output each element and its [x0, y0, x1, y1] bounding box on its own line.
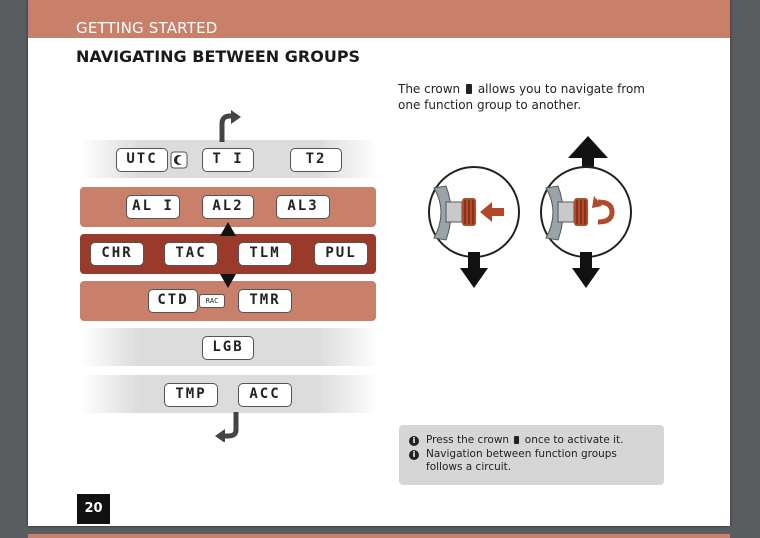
page-number: 20 [77, 494, 110, 524]
note-text-1b: once to activate it. [524, 434, 624, 446]
crown-rotate-illustration [540, 136, 632, 288]
lcd-tac: TAC [164, 242, 218, 266]
lcd-rac: RAC [199, 294, 225, 308]
crown-press-illustration [428, 166, 520, 288]
moon-icon [170, 151, 188, 169]
intro-paragraph: The crown allows you to navigate from on… [398, 81, 668, 113]
lcd-al2: AL2 [202, 195, 254, 219]
lcd-tlm: TLM [238, 242, 292, 266]
header-band [28, 0, 730, 38]
lcd-t1: T I [202, 148, 254, 172]
page-title: NAVIGATING BETWEEN GROUPS [76, 47, 361, 66]
crown-icon-small [514, 436, 520, 444]
lcd-al3: AL3 [276, 195, 330, 219]
lcd-tmr: TMR [238, 289, 292, 313]
lcd-chr: CHR [90, 242, 144, 266]
note-line-1: Press the crown once to activate it. [426, 434, 623, 447]
intro-text-end: allows you to navigate from one function… [398, 82, 645, 112]
circuit-arrow-top-icon [219, 110, 241, 142]
note-text-1a: Press the crown [426, 434, 510, 446]
lcd-tmp: TMP [164, 383, 218, 407]
group-band-6 [80, 375, 378, 413]
intro-text-start: The crown [398, 82, 461, 96]
circuit-arrow-bottom-icon [215, 412, 239, 442]
note-line-3: follows a circuit. [426, 461, 512, 473]
next-page-edge [28, 534, 730, 538]
info-icon: i [409, 450, 419, 460]
lcd-t2: T2 [290, 148, 342, 172]
lcd-lgb: LGB [202, 336, 254, 360]
note-line-2: Navigation between function groups [426, 448, 617, 460]
arrow-up-icon [220, 222, 236, 236]
lcd-ctd: CTD [148, 289, 198, 313]
lcd-acc: ACC [238, 383, 292, 407]
lcd-pul: PUL [314, 242, 368, 266]
lcd-utc: UTC [116, 148, 168, 172]
note-box: i Press the crown once to activate it. i… [399, 425, 664, 485]
arrow-down-icon [220, 274, 236, 288]
lcd-al1: AL I [126, 195, 180, 219]
crown-icon [466, 84, 472, 94]
section-title: GETTING STARTED [76, 19, 218, 37]
info-icon: i [409, 436, 419, 446]
manual-page: GETTING STARTED NAVIGATING BETWEEN GROUP… [28, 0, 730, 526]
